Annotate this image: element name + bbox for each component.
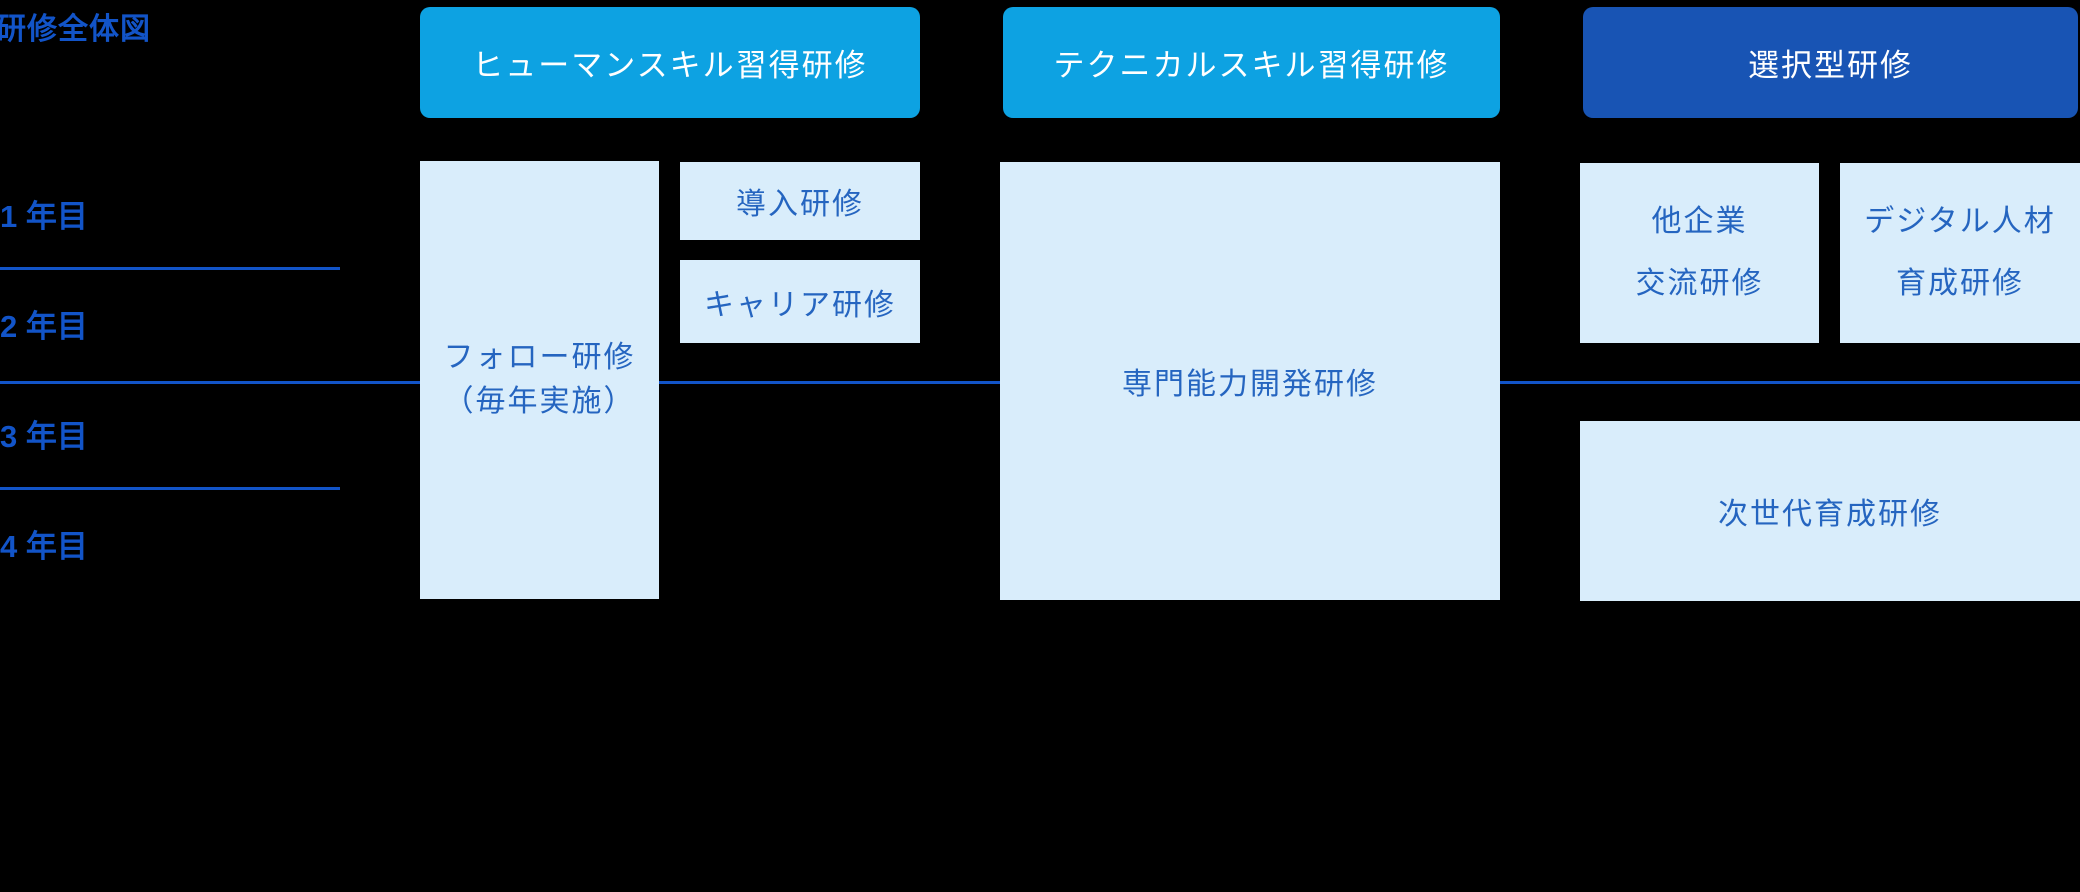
year-label-4: 4 年目 [0, 529, 88, 564]
training-box-introduction-label: 導入研修 [736, 188, 864, 221]
training-box-introduction: 導入研修 [680, 162, 920, 240]
training-box-digital-talent: デジタル人材 育成研修 [1840, 163, 2080, 343]
column-header-human-skill-label: ヒューマンスキル習得研修 [472, 48, 868, 83]
column-header-elective: 選択型研修 [1583, 7, 2078, 118]
column-header-technical-skill: テクニカルスキル習得研修 [1003, 7, 1500, 118]
training-box-specialized-skill: 専門能力開発研修 [1000, 162, 1500, 600]
training-box-specialized-skill-label: 専門能力開発研修 [1122, 368, 1378, 401]
training-box-digital-talent-line2: 育成研修 [1896, 267, 2024, 300]
training-box-next-generation-label: 次世代育成研修 [1718, 498, 1942, 531]
year-label-2: 2 年目 [0, 309, 88, 344]
training-box-career: キャリア研修 [680, 260, 920, 343]
year-divider-line-3 [0, 487, 340, 490]
column-header-human-skill: ヒューマンスキル習得研修 [420, 7, 920, 118]
year-divider-line-1 [0, 267, 340, 270]
column-header-elective-label: 選択型研修 [1748, 48, 1913, 83]
training-box-career-label: キャリア研修 [704, 288, 896, 322]
training-box-follow: フォロー研修 （毎年実施） [420, 161, 659, 599]
training-box-company-exchange-line2: 交流研修 [1635, 267, 1764, 300]
training-box-company-exchange-line1: 他企業 [1651, 205, 1748, 238]
year-label-1: 1 年目 [0, 199, 88, 234]
year-label-3: 3 年目 [0, 419, 88, 454]
training-box-follow-line1: フォロー研修 [443, 341, 636, 374]
training-box-next-generation: 次世代育成研修 [1580, 421, 2080, 601]
training-box-company-exchange: 他企業 交流研修 [1580, 163, 1819, 343]
training-box-follow-line2: （毎年実施） [443, 385, 636, 418]
column-header-technical-skill-label: テクニカルスキル習得研修 [1053, 48, 1450, 83]
training-box-digital-talent-line1: デジタル人材 [1864, 205, 2056, 238]
page-title: 研修全体図 [0, 13, 151, 46]
